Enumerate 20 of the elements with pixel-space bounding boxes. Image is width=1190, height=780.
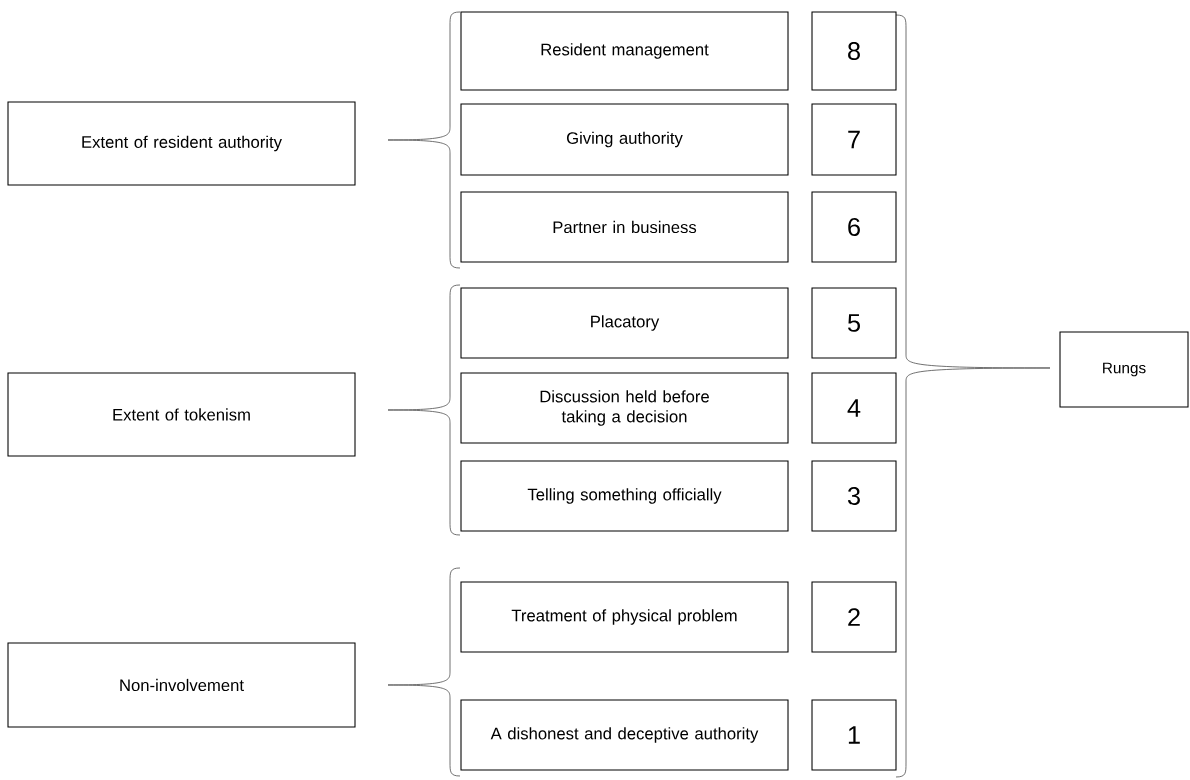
rung-box: Treatment of physical problem [460, 581, 789, 653]
number-box: 1 [811, 699, 897, 771]
number-box: 3 [811, 460, 897, 532]
rung-box: Resident management [460, 11, 789, 91]
category-box: Extent of tokenism [7, 372, 356, 457]
number-box: 5 [811, 287, 897, 359]
number-box: 6 [811, 191, 897, 263]
rung-box: Discussion held before taking a decision [460, 372, 789, 444]
number-box: 8 [811, 11, 897, 91]
category-box: Extent of resident authority [7, 101, 356, 186]
category-box: Non-involvement [7, 642, 356, 728]
rung-box: Placatory [460, 287, 789, 359]
rung-box: Partner in business [460, 191, 789, 263]
number-box: 2 [811, 581, 897, 653]
rung-box: Giving authority [460, 103, 789, 176]
rung-box: A dishonest and deceptive authority [460, 699, 789, 771]
number-box: 4 [811, 372, 897, 444]
label-box: Rungs [1059, 331, 1189, 408]
rung-box: Telling something officially [460, 460, 789, 532]
number-box: 7 [811, 103, 897, 176]
